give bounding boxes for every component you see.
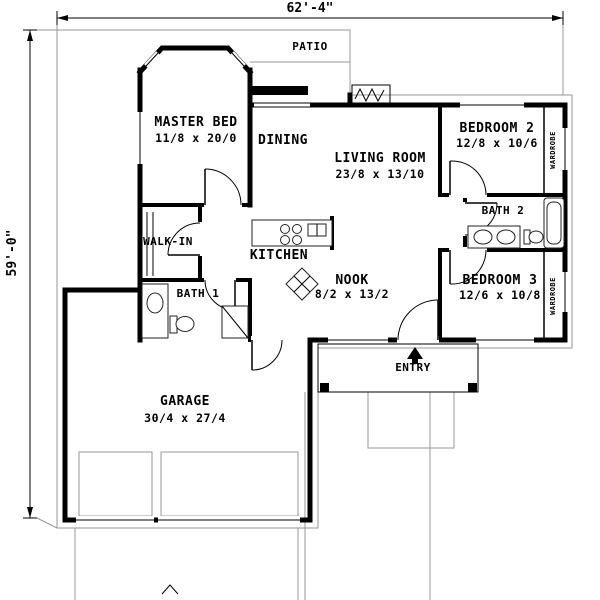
label-bedroom2: BEDROOM 2 <box>460 121 535 136</box>
label-bedroom3: BEDROOM 3 <box>463 273 538 288</box>
garage-door-panels <box>78 451 299 517</box>
burner <box>280 224 290 234</box>
label-nook-size: 8/2 x 13/2 <box>315 287 389 301</box>
dimension-height-label: 59'-0" <box>5 230 20 277</box>
dimension-left: 59'-0" <box>5 29 58 529</box>
label-master-size: 11/8 x 20/0 <box>155 131 237 145</box>
dimension-width-label: 62'-4" <box>287 1 334 16</box>
eave-outline <box>56 29 573 529</box>
fixtures-kitchen <box>251 219 333 301</box>
sink <box>146 292 164 314</box>
label-wardrobe-bed3: WARDROBE <box>549 277 557 315</box>
burner <box>292 224 302 234</box>
label-bath1: BATH 1 <box>177 287 220 300</box>
driveway-chevron-icon <box>161 584 179 595</box>
label-nook: NOOK <box>335 273 368 288</box>
label-entry: ENTRY <box>395 361 431 374</box>
windows <box>76 51 569 524</box>
burner <box>292 235 302 245</box>
label-living-size: 23/8 x 13/10 <box>335 167 424 181</box>
label-garage: GARAGE <box>160 394 210 409</box>
walkin-shelving <box>146 212 154 276</box>
sink <box>473 229 493 245</box>
doors <box>167 160 498 371</box>
chimney <box>351 84 391 106</box>
label-bedroom3-size: 12/6 x 10/8 <box>459 288 541 302</box>
label-patio: PATIO <box>292 40 328 53</box>
label-living-room: LIVING ROOM <box>334 151 426 166</box>
label-dining: DINING <box>258 133 308 148</box>
label-master-bed: MASTER BED <box>154 115 237 130</box>
porch <box>317 343 479 393</box>
fixtures-bath2 <box>467 197 565 249</box>
dimension-top: 62'-4" <box>56 1 564 95</box>
sink <box>496 229 516 245</box>
porch-column <box>468 383 477 392</box>
label-garage-size: 30/4 x 27/4 <box>144 411 226 425</box>
toilet-bowl <box>528 230 544 244</box>
porch-column <box>320 383 329 392</box>
label-wardrobe-bed2: WARDROBE <box>549 131 557 169</box>
toilet-bowl <box>175 316 195 332</box>
label-walkin: WALK-IN <box>143 235 193 248</box>
burner <box>280 235 290 245</box>
fixtures-bath1 <box>141 283 249 339</box>
room-labels: MASTER BED 11/8 x 20/0 PATIO DINING LIVI… <box>143 40 557 425</box>
label-bedroom2-size: 12/8 x 10/6 <box>456 136 538 150</box>
patio-half-wall <box>250 86 308 95</box>
entry-arrow-icon <box>407 347 423 364</box>
label-bath2: BATH 2 <box>482 204 525 217</box>
driveway-walkway <box>74 391 455 600</box>
label-kitchen: KITCHEN <box>250 248 308 263</box>
